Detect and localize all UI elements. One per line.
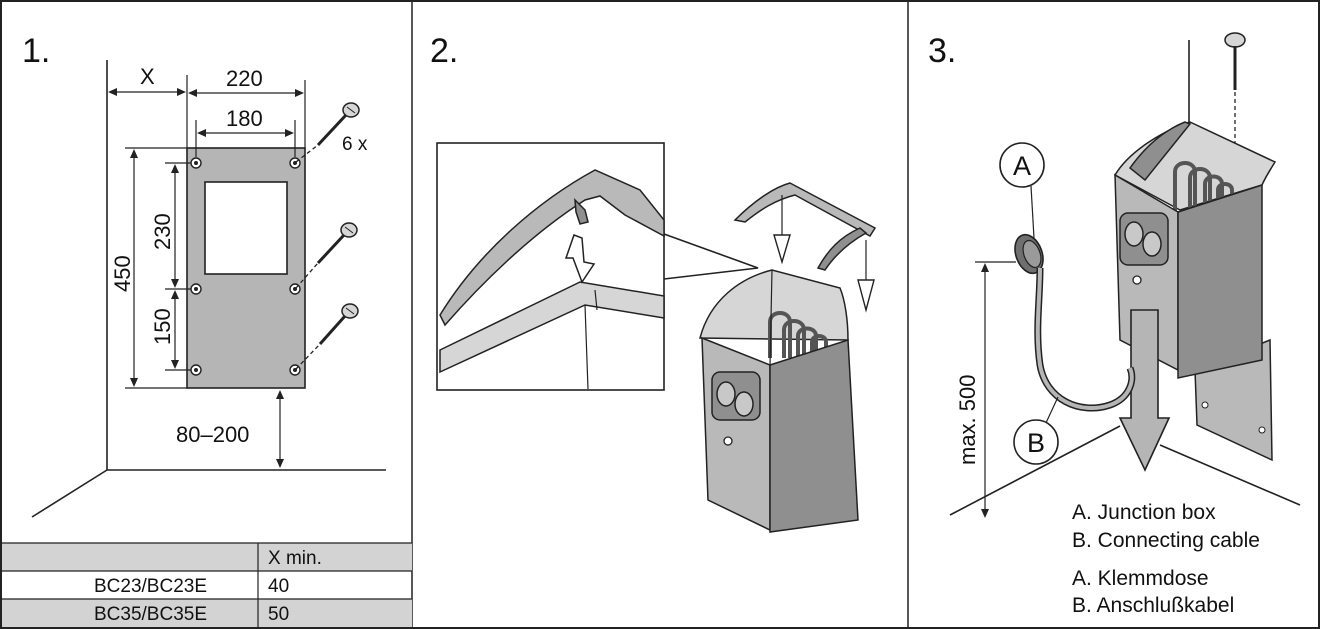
knob-icon: [716, 381, 736, 407]
arrow-down-icon: [773, 195, 791, 265]
heater-front-panel: [701, 336, 771, 532]
indicator-light: [1132, 275, 1142, 285]
screw-icon: [295, 303, 359, 370]
width-outer-label: 220: [226, 66, 263, 91]
table-cell-model: BC23/BC23E: [94, 576, 207, 597]
callout-a-circle: [999, 142, 1045, 188]
floor-perspective-line: [949, 425, 1121, 516]
width-inner-label: 180: [226, 106, 263, 131]
panel-1-number: 1.: [22, 32, 50, 70]
panel-3-number: 3.: [928, 32, 956, 70]
legend-item: B. Anschlußkabel: [1072, 594, 1234, 617]
model-table: X min. BC23/BC23E 40 BC35/BC35E 50: [2, 542, 412, 629]
indicator-light: [723, 436, 733, 446]
x-dimension-label: X: [140, 64, 155, 89]
heater-edge-detail: [439, 281, 665, 374]
plate-cutout: [204, 181, 288, 275]
table-cell-model: BC35/BC35E: [94, 604, 207, 625]
legend-item: A. Junction box: [1072, 501, 1216, 524]
legend-item: A. Klemmdose: [1072, 567, 1209, 590]
detail-leader: [663, 233, 759, 280]
cover-flap-detail: [439, 169, 665, 327]
heater-side-panel: [1177, 183, 1263, 379]
max-height-label: max. 500: [955, 375, 980, 466]
callout-a-label: A: [1013, 151, 1031, 181]
legend-item: B. Connecting cable: [1072, 529, 1260, 552]
height-lower-label: 150: [150, 308, 175, 345]
panel-2-cover-detail: [436, 142, 877, 533]
table-row-alt: [2, 599, 412, 627]
table-cell-xmin: 50: [268, 604, 289, 625]
connecting-cable: [1034, 267, 1136, 412]
callout-b-circle: [1013, 419, 1059, 465]
height-upper-label: 230: [150, 213, 175, 250]
table-header-row: [2, 543, 412, 571]
cover-piece-top: [733, 182, 877, 237]
panel-3-electrical-connection: A B max. 500 A. Junction box B. Connecti…: [949, 32, 1301, 617]
panel-1-mounting-plate: X 220 180 450 230 150: [31, 60, 386, 518]
height-total-label: 450: [110, 255, 135, 292]
arrow-down-icon: [564, 234, 596, 284]
panel-2-number: 2.: [430, 32, 458, 70]
screw-icon: [295, 222, 358, 289]
knob-icon: [1124, 221, 1144, 247]
screw-count-label: 6 x: [342, 134, 368, 155]
cover-piece-side: [816, 227, 868, 271]
screw-icon: [295, 102, 360, 163]
callout-b-label: B: [1027, 428, 1045, 458]
arrow-down-icon: [1118, 309, 1171, 472]
floor-gap-label: 80–200: [176, 422, 249, 447]
table-header-xmin: X min.: [268, 548, 322, 569]
floor-perspective-line: [31, 469, 108, 518]
floor-line: [1159, 444, 1301, 506]
table-cell-xmin: 40: [268, 576, 289, 597]
junction-box: [1014, 233, 1044, 275]
knob-icon: [1142, 231, 1162, 257]
arrow-down-icon: [857, 240, 875, 313]
sauna-heater: [699, 269, 859, 533]
heater-side-panel: [769, 338, 859, 533]
screw-icon: [1224, 32, 1246, 180]
knob-icon: [734, 391, 754, 417]
